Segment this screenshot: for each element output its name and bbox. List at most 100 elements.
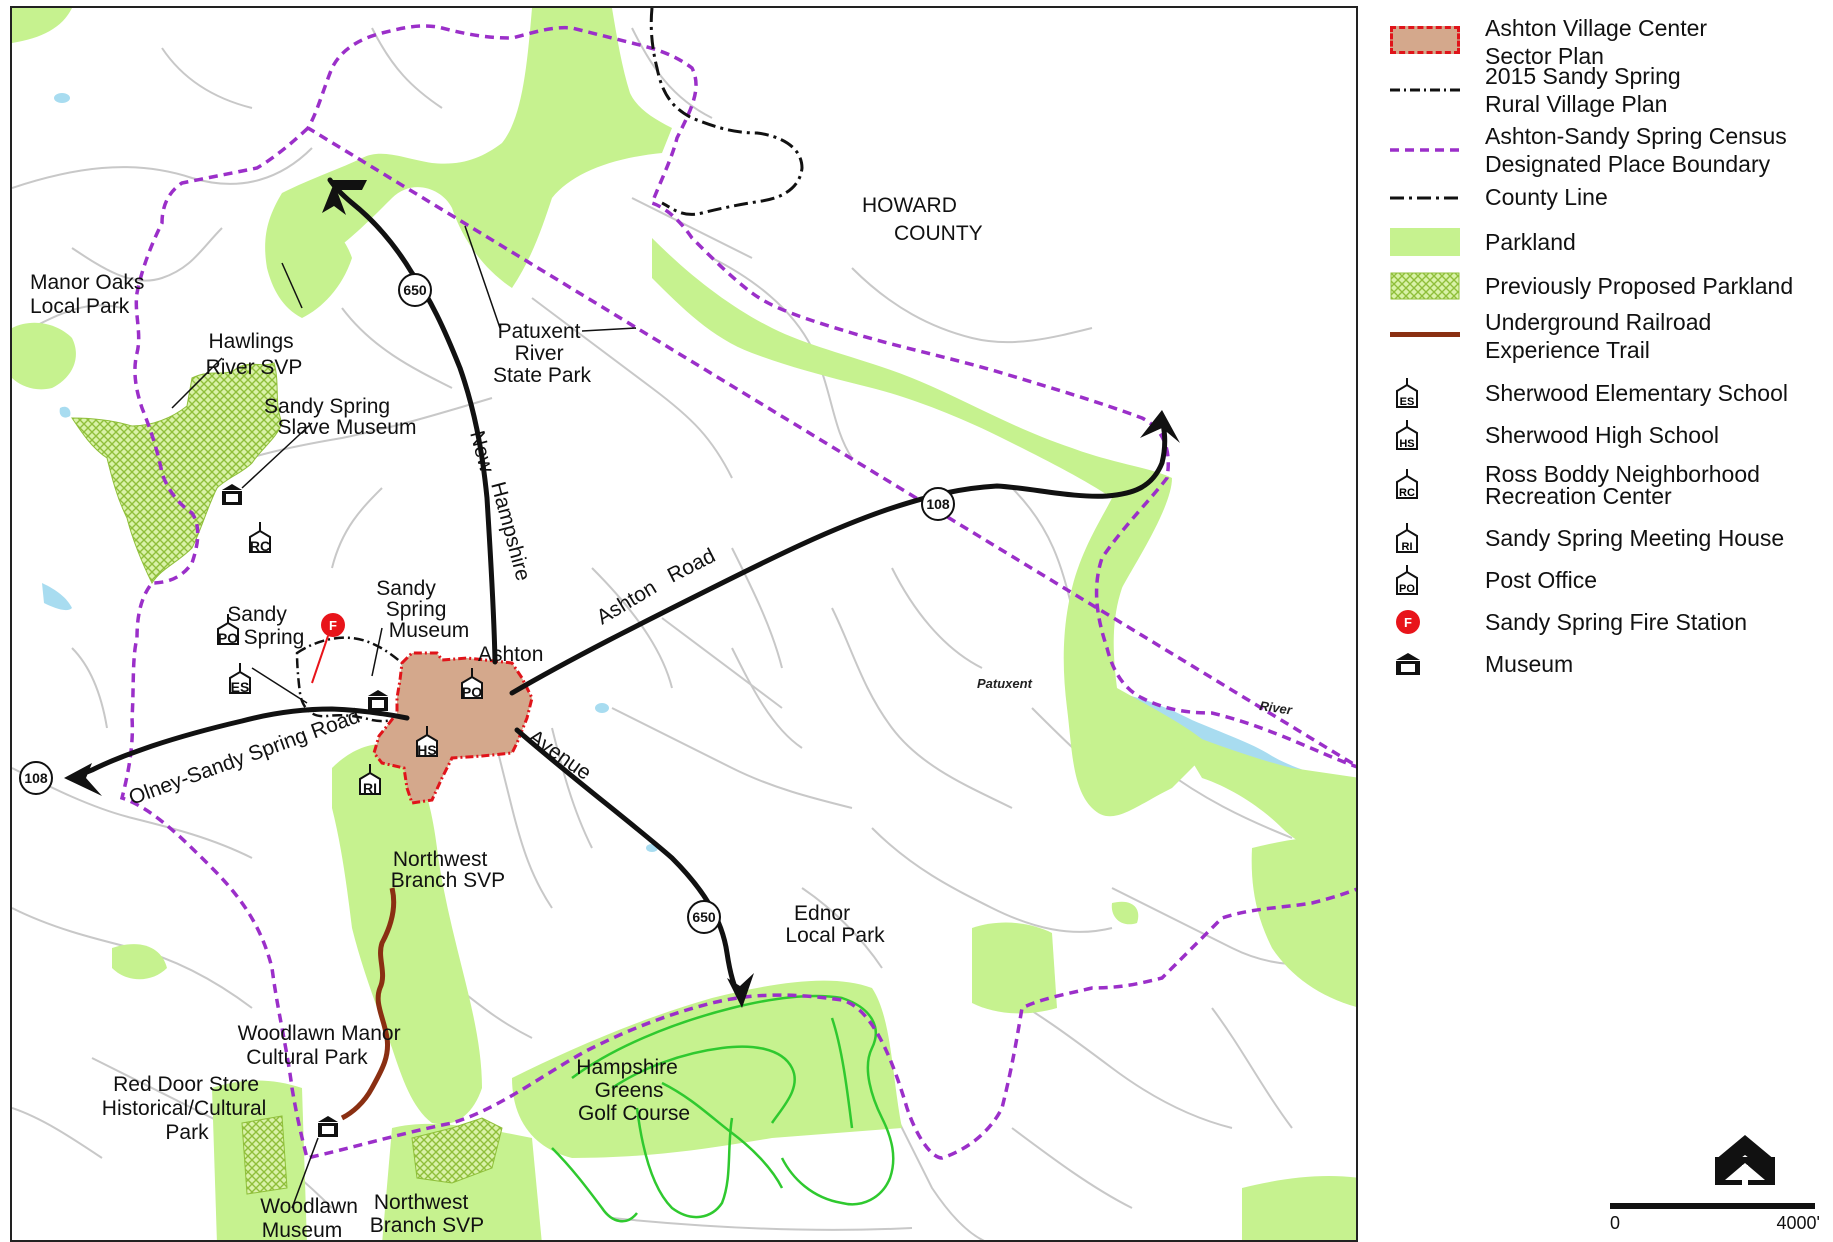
road-label-avenue: Avenue	[524, 725, 595, 784]
legend-swatch-proposed-parkland	[1385, 266, 1465, 306]
label-line: Sandy	[376, 577, 436, 600]
poi-code: RC	[250, 538, 270, 554]
map-frame: 650 650 108 108 ES PO RC RI HS	[10, 6, 1358, 1242]
label-line: Local Park	[785, 924, 885, 947]
high-school-icon: HS	[1385, 415, 1475, 455]
label-line: River	[515, 342, 564, 365]
legend-label: Sherwood Elementary School	[1485, 380, 1788, 406]
legend-label: Sherwood High School	[1485, 422, 1719, 448]
legend-item-high-school: HS Sherwood High School	[1385, 415, 1719, 455]
slave-museum-label: Sandy Spring Slave Museum	[264, 395, 416, 439]
poi-code: ES	[231, 679, 250, 695]
label-line: Branch SVP	[391, 869, 505, 892]
legend-label: Parkland	[1485, 229, 1576, 255]
label-line: Manor Oaks	[30, 271, 144, 294]
high-school-icon[interactable]: HS	[416, 726, 438, 758]
route-shield-label: 650	[692, 909, 716, 925]
label-line: Hampshire	[576, 1056, 678, 1079]
proposed-red-door	[241, 1115, 288, 1195]
poi-code: RI	[1402, 541, 1413, 553]
arrow-west	[64, 763, 102, 796]
legend-label: Post Office	[1485, 567, 1598, 593]
label-line: COUNTY	[894, 222, 983, 245]
legend-label: County Line	[1485, 184, 1608, 210]
poi-code: HS	[417, 742, 436, 758]
museum-icon	[1385, 644, 1475, 684]
label-line: Patuxent	[498, 320, 581, 343]
poi-code: ES	[1400, 396, 1415, 408]
road-arrows	[64, 180, 1180, 1008]
label-line: Northwest	[374, 1191, 469, 1214]
proposed-hawlings	[71, 362, 283, 584]
patuxent-east	[1172, 728, 1356, 867]
map-canvas[interactable]: 650 650 108 108 ES PO RC RI HS	[12, 8, 1358, 1242]
museum-icon-sandy-spring[interactable]	[368, 690, 388, 711]
school-es-icon: ES	[1385, 373, 1475, 413]
label-line: Spring	[386, 598, 447, 621]
river-water-label: River	[1259, 698, 1294, 718]
school-es-icon[interactable]: ES	[229, 663, 251, 695]
meeting-house-icon[interactable]: RI	[359, 764, 381, 796]
sandy-spring-label: Sandy Spring	[227, 603, 304, 649]
label-line: Red Door Store	[113, 1073, 259, 1096]
golf-greens-park	[512, 980, 902, 1158]
label-line: Cultural Park	[246, 1046, 368, 1069]
label-line: Hawlings	[208, 330, 293, 353]
arrow-north	[322, 180, 367, 215]
ashton-post-office-icon[interactable]: PO	[461, 668, 483, 700]
label-line: Park	[165, 1121, 209, 1144]
leader-lines	[171, 225, 637, 1209]
parkland-areas	[12, 8, 1356, 1240]
label-line: Woodlawn	[260, 1195, 358, 1218]
howard-county-label: HOWARD COUNTY	[862, 194, 983, 245]
label-line: Slave Museum	[278, 416, 417, 439]
fire-station-icon[interactable]: F	[311, 613, 345, 684]
patuxent-state-park	[282, 8, 672, 288]
legend-swatch-trail	[1385, 314, 1465, 354]
ashton-label: Ashton	[478, 643, 543, 666]
arrow-east	[1140, 410, 1180, 443]
county-line	[649, 8, 804, 216]
label-line: Northwest	[393, 848, 488, 871]
label-line: Historical/Cultural	[102, 1097, 267, 1120]
road-label-road: Road	[664, 544, 719, 587]
post-office-icon: PO	[1385, 560, 1475, 600]
legend-item-parkland: Parkland	[1385, 222, 1576, 262]
poi-code: PO	[218, 630, 238, 646]
proposed-parkland	[71, 362, 503, 1195]
legend-item-elementary-school: ES Sherwood Elementary School	[1385, 373, 1788, 413]
hawlings-river-park	[265, 193, 352, 318]
east-park	[1251, 836, 1356, 1007]
label-line: Sandy	[227, 603, 287, 626]
road-new-hampshire-north	[327, 177, 498, 665]
museum-icon-woodlawn[interactable]	[318, 1116, 338, 1137]
label-line: Sandy Spring	[264, 395, 390, 418]
route-shield-label: 108	[926, 496, 950, 512]
arrow-south	[727, 973, 754, 1008]
poi-code: PO	[1399, 583, 1415, 595]
woodlawn-manor-label: Woodlawn Manor Cultural Park	[238, 1022, 407, 1069]
label-line: Golf Course	[578, 1102, 690, 1125]
legend-swatch-census	[1385, 130, 1465, 170]
poi-code: F	[329, 618, 337, 633]
legend-item-fire-station: F Sandy Spring Fire Station	[1385, 602, 1747, 642]
label-line: Spring	[244, 626, 305, 649]
ashton-sector-plan	[372, 651, 534, 805]
label-line: State Park	[493, 364, 592, 387]
poi-code: F	[1404, 615, 1412, 630]
museum-icon-slave-museum[interactable]	[222, 484, 242, 505]
label-line: Woodlawn Manor	[238, 1022, 401, 1045]
woodlawn-museum-label: Woodlawn Museum	[260, 1195, 364, 1242]
route-shield-650-south: 650	[687, 900, 721, 934]
label-line: Museum	[262, 1219, 343, 1242]
recreation-center-icon[interactable]: RC	[249, 522, 271, 554]
post-office-icon[interactable]: PO	[217, 614, 239, 646]
poi-code: PO	[462, 684, 482, 700]
